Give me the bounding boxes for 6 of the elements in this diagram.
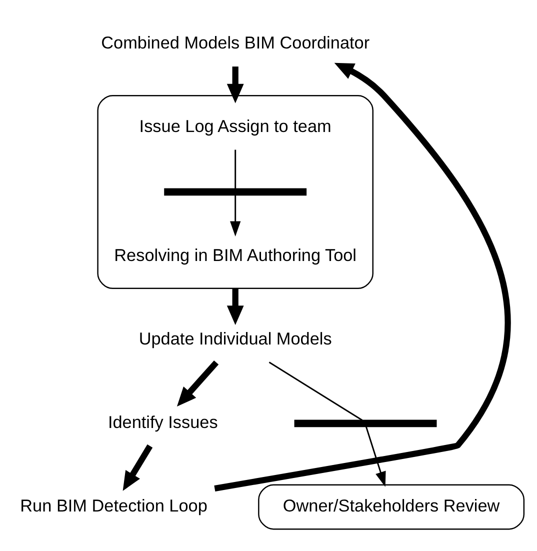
node-text: Issue Log Assign to team <box>139 116 332 136</box>
node-text: Identify Issues <box>108 412 218 432</box>
node-text: Resolving in BIM Authoring Tool <box>114 245 357 266</box>
node-text: Combined Models BIM Coordinator <box>101 32 370 53</box>
node-text: Run BIM Detection Loop <box>20 496 208 516</box>
node-text: Update Individual Models <box>138 328 332 349</box>
